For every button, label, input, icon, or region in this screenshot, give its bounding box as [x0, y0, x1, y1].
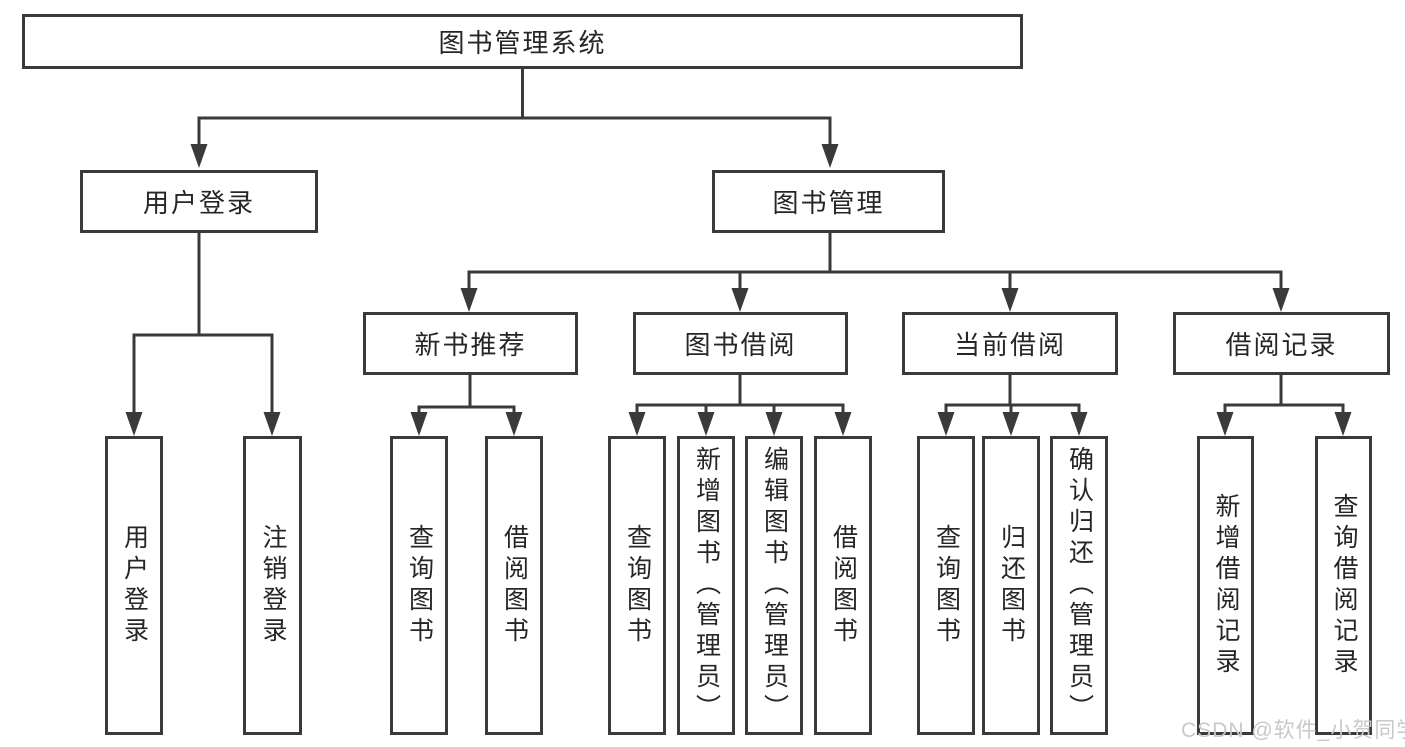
- node-current-borrow: 当前借阅: [902, 312, 1118, 375]
- leaf-query-book-3: 查询图书: [917, 436, 975, 735]
- leaf-logout: 注销登录: [243, 436, 302, 735]
- leaf-borrow-book-1: 借阅图书: [485, 436, 543, 735]
- node-borrow-record-label: 借阅记录: [1225, 330, 1338, 360]
- arrowhead-icon: [190, 144, 208, 168]
- leaf-query-book-2-label: 查询图书: [623, 523, 652, 648]
- leaf-add-book-admin: 新增图书（管理员）: [677, 436, 735, 735]
- leaf-borrow-book-2-label: 借阅图书: [829, 523, 858, 648]
- leaf-confirm-return-admin: 确认归还（管理员）: [1050, 436, 1108, 735]
- node-borrow-record: 借阅记录: [1173, 312, 1390, 375]
- leaf-logout-label: 注销登录: [259, 523, 287, 648]
- node-book-management: 图书管理: [712, 170, 945, 233]
- leaf-edit-book-admin-label: 编辑图书（管理员）: [760, 446, 789, 725]
- leaf-borrow-book-2: 借阅图书: [814, 436, 872, 735]
- leaf-query-book-3-label: 查询图书: [932, 523, 961, 648]
- arrowhead-icon: [1216, 412, 1234, 436]
- arrowhead-icon: [1334, 412, 1352, 436]
- arrowhead-icon: [263, 412, 281, 436]
- node-book-management-label: 图书管理: [772, 188, 885, 218]
- arrowhead-icon: [628, 412, 646, 436]
- arrowhead-icon: [765, 412, 783, 436]
- node-user-login: 用户登录: [80, 170, 318, 233]
- leaf-return-book: 归还图书: [982, 436, 1040, 735]
- arrowhead-icon: [1272, 288, 1290, 312]
- leaf-user-login: 用户登录: [105, 436, 163, 735]
- leaf-query-book-1: 查询图书: [390, 436, 448, 735]
- node-book-borrow-label: 图书借阅: [684, 330, 797, 360]
- arrowhead-icon: [731, 288, 749, 312]
- leaf-query-book-1-label: 查询图书: [405, 523, 434, 648]
- leaf-edit-book-admin: 编辑图书（管理员）: [745, 436, 803, 735]
- arrowhead-icon: [697, 412, 715, 436]
- node-current-borrow-label: 当前借阅: [953, 330, 1066, 360]
- node-new-book-recommend-label: 新书推荐: [414, 330, 527, 360]
- leaf-return-book-label: 归还图书: [997, 523, 1026, 648]
- arrowhead-icon: [505, 412, 523, 436]
- leaf-add-book-admin-label: 新增图书（管理员）: [692, 446, 721, 725]
- leaf-add-borrow-record: 新增借阅记录: [1197, 436, 1254, 735]
- leaf-confirm-return-admin-label: 确认归还（管理员）: [1065, 446, 1094, 725]
- node-root-label: 图书管理系统: [438, 28, 607, 58]
- leaf-query-book-2: 查询图书: [608, 436, 666, 735]
- arrowhead-icon: [410, 412, 428, 436]
- arrowhead-icon: [821, 144, 839, 168]
- node-new-book-recommend: 新书推荐: [363, 312, 578, 375]
- arrowhead-icon: [460, 288, 478, 312]
- arrowhead-icon: [937, 412, 955, 436]
- node-book-borrow: 图书借阅: [633, 312, 848, 375]
- node-user-login-label: 用户登录: [142, 188, 255, 218]
- arrowhead-icon: [125, 412, 143, 436]
- leaf-query-borrow-record: 查询借阅记录: [1315, 436, 1372, 735]
- leaf-user-login-label: 用户登录: [120, 523, 149, 648]
- node-root: 图书管理系统: [22, 14, 1023, 69]
- arrowhead-icon: [1001, 288, 1019, 312]
- arrowhead-icon: [1002, 412, 1020, 436]
- leaf-query-borrow-record-label: 查询借阅记录: [1330, 492, 1358, 679]
- arrowhead-icon: [834, 412, 852, 436]
- leaf-borrow-book-1-label: 借阅图书: [500, 523, 529, 648]
- watermark: CSDN @软件_小贺同学: [1181, 719, 1405, 742]
- arrowhead-icon: [1070, 412, 1088, 436]
- leaf-add-borrow-record-label: 新增借阅记录: [1212, 492, 1240, 679]
